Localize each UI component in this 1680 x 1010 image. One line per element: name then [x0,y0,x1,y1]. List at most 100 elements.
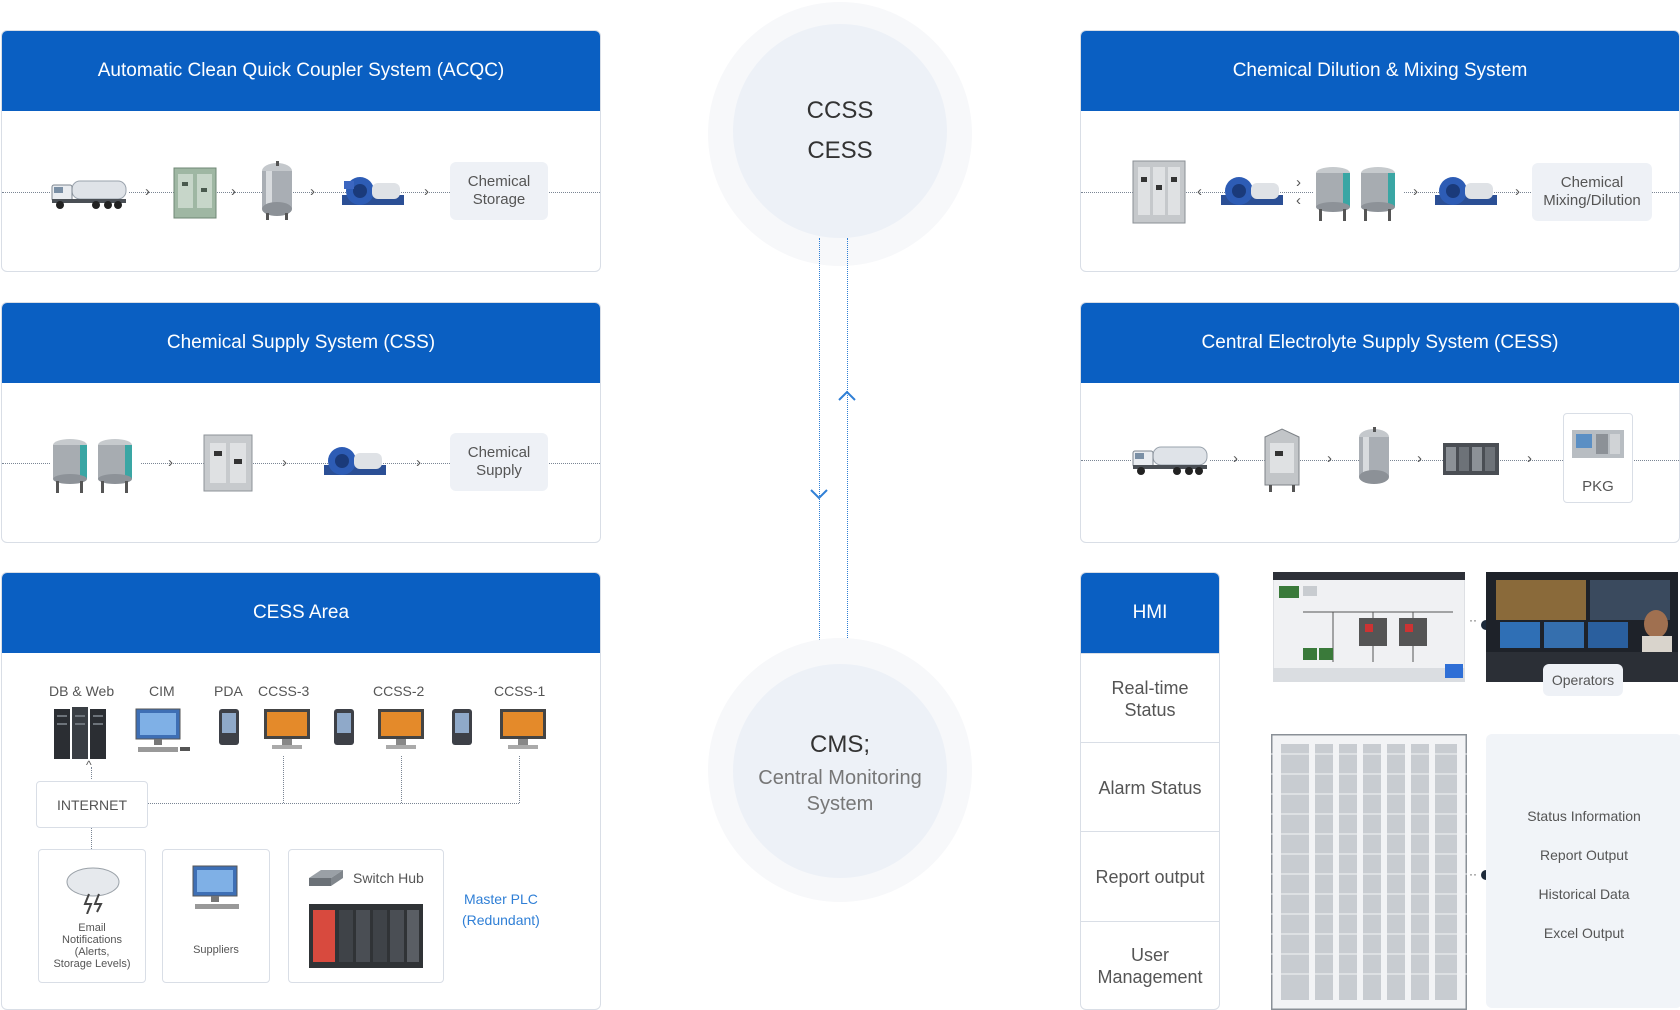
connector-line [819,238,820,658]
cms-subtitle: System [806,793,874,815]
ccss-label: CCSS [806,97,874,124]
hmi-item-report[interactable]: Report output [1081,831,1219,922]
server-icon [54,707,106,759]
switch-hub-label: Switch Hub [353,870,424,886]
ccss1-label: CCSS-1 [494,683,546,699]
pump-icon [324,447,386,475]
arrow-icon: › [310,183,315,200]
dot-connector: ·· [1469,867,1477,881]
connector [283,756,284,803]
cess-label: CESS [807,137,873,164]
chevron-up-icon [838,390,856,401]
arrow-icon: › [1413,183,1418,200]
arrow-icon: › [231,183,236,200]
email-label: Notifications [62,934,122,946]
pump-icon [1221,177,1283,205]
report-sheet-image [1271,734,1467,1010]
arrow-icon: › [424,183,429,200]
arrow-icon: › [168,454,173,471]
pda-icon [452,709,472,745]
pkg-label: PKG [1582,478,1614,495]
monitor-icon [264,709,310,749]
report-item: Status Information [1527,808,1641,824]
computer-icon [135,708,190,752]
cim-label: CIM [149,683,175,699]
hmi-screen-image [1273,572,1465,682]
connector [519,756,520,803]
tank-icon [262,161,292,220]
report-item: Report Output [1540,847,1628,863]
email-label: Storage Levels) [53,958,131,970]
monitor-icon [378,709,424,749]
arrow-icon: › [1327,450,1332,467]
cess-title: Central Electrolyte Supply System (CESS) [1081,303,1679,383]
pump-icon [1435,177,1497,205]
arrow-icon: › [1515,183,1520,200]
pda-icon [334,709,354,745]
arrow-icon: › [145,183,150,200]
arrow-icon: › [1527,450,1532,467]
plc-rack-icon [309,904,423,968]
cabinet-icon [1264,428,1300,492]
tanker-truck-icon [1131,441,1209,479]
arrow-up-icon: ^ [86,758,92,772]
twin-tank-icon [50,437,140,493]
acqc-title: Automatic Clean Quick Coupler System (AC… [2,31,600,111]
ccss2-label: CCSS-2 [373,683,425,699]
ccss3-label: CCSS-3 [258,683,310,699]
arrow-icon: › [1417,450,1422,467]
monitor-icon [500,709,546,749]
email-box: Email Notifications (Alerts, Storage Lev… [38,849,146,983]
pump-icon [342,177,404,205]
switch-hub-icon [309,870,343,886]
arrow-left-icon: ‹ [1296,192,1301,209]
arrow-left-icon: ‹ [1197,183,1202,200]
arrow-icon: › [1296,174,1301,191]
internet-box: INTERNET [36,781,148,828]
connector [401,756,402,803]
arrow-icon: › [416,454,421,471]
connector [91,767,92,779]
report-item: Excel Output [1543,925,1625,941]
pda-label: PDA [214,683,243,699]
cabinet-icon [173,167,217,219]
cms-circle: CMS; Central Monitoring System [733,664,947,878]
suppliers-label: Suppliers [193,944,239,956]
db-web-label: DB & Web [49,683,115,699]
css-title: Chemical Supply System (CSS) [2,303,600,383]
email-label: (Alerts, [74,946,110,958]
operators-label: Operators [1543,664,1623,696]
ccss-cess-circle: CCSS CESS [733,24,947,238]
connector-line [847,238,848,658]
pkg-machine-icon [1572,430,1624,458]
dilution-title: Chemical Dilution & Mixing System [1081,31,1679,111]
suppliers-box: Suppliers [162,849,270,983]
cloud-icon [66,867,120,914]
acqc-panel: Automatic Clean Quick Coupler System (AC… [1,30,601,272]
plc-box: Switch Hub [288,849,444,983]
arrow-icon: › [1233,450,1238,467]
email-label: Email [78,922,106,934]
flow-line [2,192,600,193]
hmi-item-alarm[interactable]: Alarm Status [1081,742,1219,832]
cabinet-icon [1132,160,1186,224]
computer-icon [192,865,239,909]
pda-icon [219,709,239,745]
cabinet-icon [203,434,253,492]
chevron-down-icon [810,489,828,500]
dot-connector: ·· [1469,613,1477,627]
cess-panel: Central Electrolyte Supply System (CESS)… [1080,302,1680,543]
operators-photo [1486,572,1678,682]
connector [91,827,92,849]
equipment-rack-icon [1443,443,1499,475]
dilution-panel: Chemical Dilution & Mixing System ‹ › ‹ … [1080,30,1680,272]
css-panel: Chemical Supply System (CSS) › › › Chemi… [1,302,601,543]
cess-area-panel: CESS Area DB & Web CIM PDA CCSS-3 CCSS-2… [1,572,601,1010]
cms-subtitle: Central Monitoring [758,767,922,789]
master-plc-label: Master PLC (Redundant) [462,891,540,928]
